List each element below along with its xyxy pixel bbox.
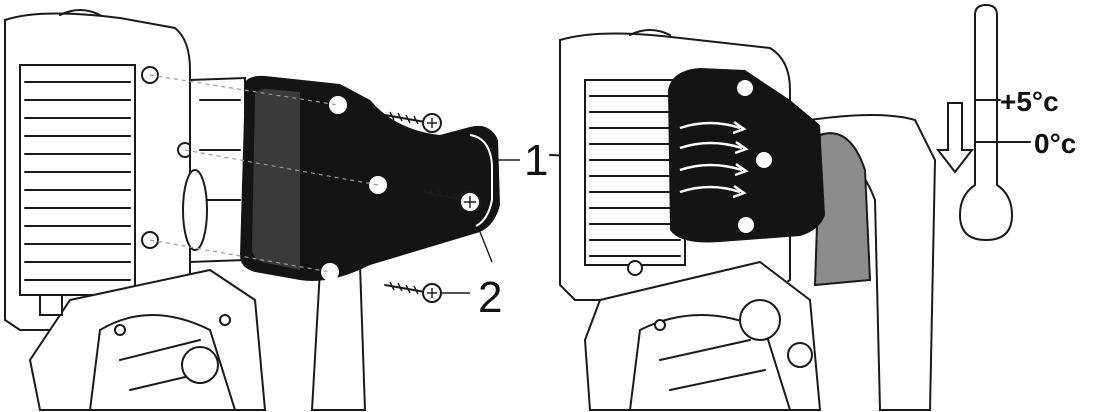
fan-housing-left — [28, 268, 267, 411]
temperature-label-0: 0°c — [1034, 128, 1076, 159]
fan-housing-right — [583, 260, 822, 411]
cover-plate-installed — [668, 68, 825, 243]
callout-label-2: 2 — [478, 273, 502, 322]
right-engine-illustration — [549, 29, 937, 411]
leader-line-part-2-plate — [479, 231, 493, 263]
screw-icon — [384, 111, 442, 133]
cooling-fins-left — [19, 64, 136, 296]
bolt-icon — [627, 260, 643, 276]
screw-icon — [384, 281, 442, 303]
thermometer-icon — [958, 3, 1031, 242]
temperature-label-plus-5: +5°c — [1000, 86, 1059, 117]
temperature-down-arrow-icon — [935, 102, 975, 174]
airflow-arrow-icon — [679, 120, 749, 199]
cover-plate-part-1 — [240, 75, 500, 281]
screw-icon — [424, 188, 481, 213]
callout-label-1: 1 — [524, 136, 548, 185]
left-engine-illustration: 1 2 — [4, 9, 548, 411]
